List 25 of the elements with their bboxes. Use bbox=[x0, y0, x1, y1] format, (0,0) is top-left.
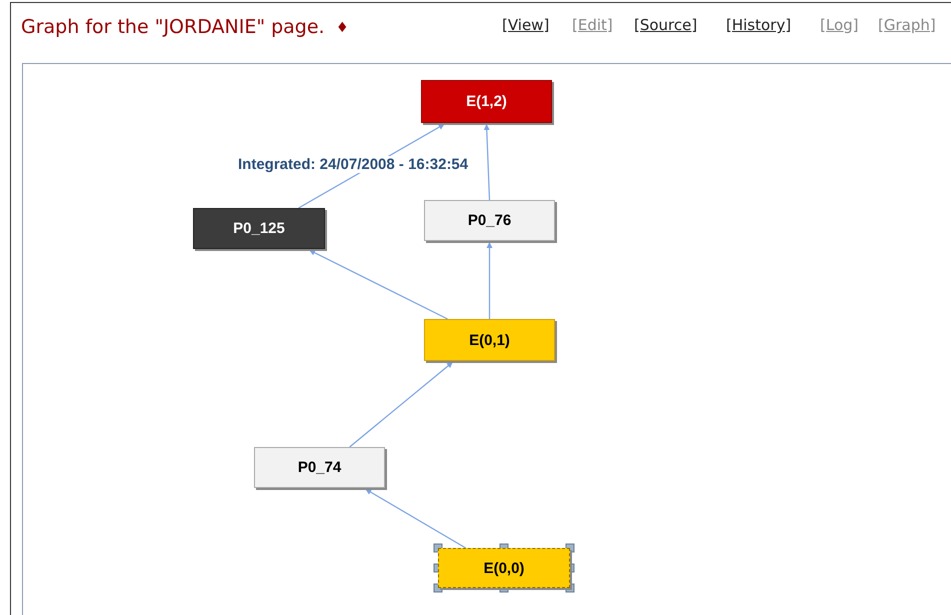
view-link: [View] bbox=[502, 16, 550, 34]
diamond-marker: ♦ bbox=[336, 20, 349, 36]
graph-node bbox=[424, 200, 555, 241]
node-label: E(0,0) bbox=[484, 560, 524, 576]
page-title: Graph for the "JORDANIE" page. bbox=[21, 16, 325, 38]
node-label: P0_125 bbox=[233, 220, 285, 237]
arrow bbox=[349, 362, 454, 448]
node-label: E(1,2) bbox=[466, 93, 507, 110]
arrow bbox=[308, 249, 448, 320]
graph-node bbox=[193, 208, 325, 249]
edit-link: [Edit] bbox=[572, 16, 613, 34]
node-label: P0_76 bbox=[468, 212, 512, 229]
arrow bbox=[486, 242, 492, 319]
node-label: P0_74 bbox=[298, 459, 342, 476]
log-link: [Log] bbox=[820, 16, 858, 34]
graph-link: [Graph] bbox=[878, 16, 936, 34]
graph-node bbox=[424, 319, 555, 361]
source-link: [Source] bbox=[634, 16, 698, 34]
graph-node bbox=[421, 80, 552, 123]
edge-label: Integrated: 24/07/2008 - 16:32:54 bbox=[236, 156, 470, 173]
arrow bbox=[484, 124, 490, 200]
arrow bbox=[365, 488, 466, 549]
history-link: [History] bbox=[726, 16, 792, 34]
node-label: E(0,1) bbox=[469, 332, 510, 348]
graph-node bbox=[254, 447, 385, 488]
